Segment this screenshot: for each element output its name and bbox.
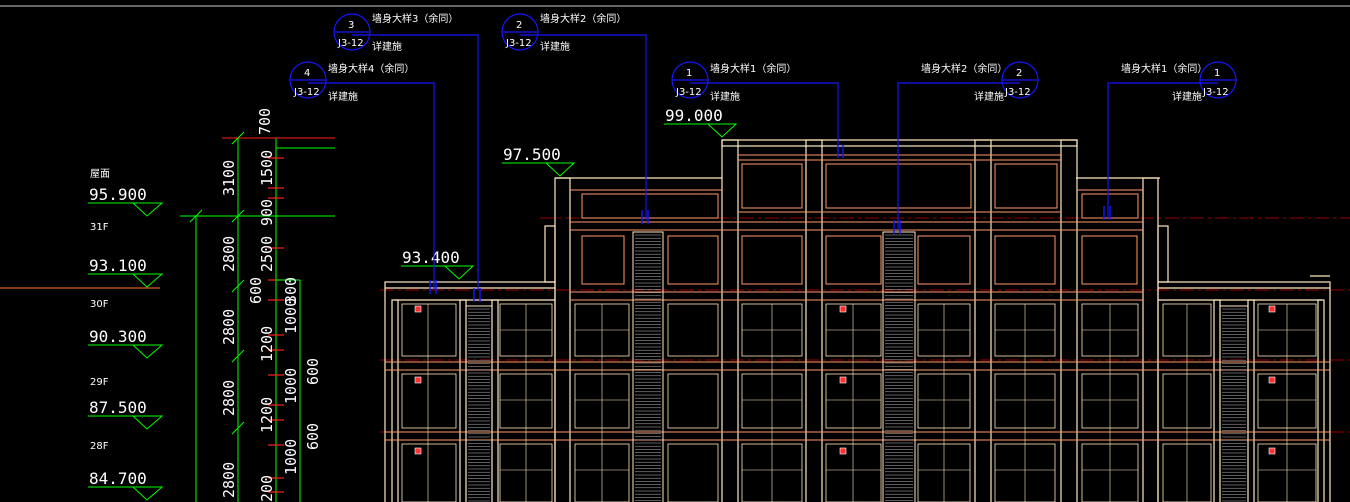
stair-hatching: [468, 234, 1246, 502]
svg-text:J3-12: J3-12: [505, 38, 532, 49]
left-level-marks: 屋面 95.900 31F 93.100 30F 90.300 29F 87.5…: [88, 168, 164, 501]
svg-text:墙身大样1（余同）: 墙身大样1（余同）: [1121, 62, 1207, 75]
svg-text:900: 900: [258, 199, 276, 226]
callout-text: 3 J3-12 墙身大样3（余同） 详建施 2 J3-12 墙身大样2（余同） …: [293, 12, 1229, 103]
dimension-chains: [189, 131, 335, 502]
svg-text:详建施: 详建施: [540, 40, 570, 53]
svg-text:1000: 1000: [282, 298, 300, 334]
svg-text:600: 600: [304, 423, 322, 450]
level-label: 31F: [90, 222, 109, 233]
svg-text:详建施: 详建施: [974, 90, 1004, 103]
svg-text:详建施: 详建施: [710, 90, 740, 103]
svg-text:2800: 2800: [220, 462, 238, 498]
building-elevation: [384, 139, 1331, 502]
svg-text:墙身大样3（余同）: 墙身大样3（余同）: [372, 12, 458, 25]
svg-text:600: 600: [247, 277, 265, 304]
dimension-text: 700 3100 2800 2800 2800 2800 1500 900 25…: [220, 108, 322, 502]
svg-text:4: 4: [304, 68, 310, 79]
level-label: 30F: [90, 299, 109, 310]
svg-text:1000: 1000: [282, 368, 300, 404]
svg-text:J3-12: J3-12: [293, 87, 320, 98]
svg-text:详建施: 详建施: [372, 40, 402, 53]
level-label: 屋面: [90, 168, 110, 180]
svg-text:J3-12: J3-12: [1202, 87, 1229, 98]
svg-text:J3-12: J3-12: [337, 38, 364, 49]
svg-text:墙身大样1（余同）: 墙身大样1（余同）: [710, 62, 796, 75]
svg-text:1500: 1500: [258, 150, 276, 186]
svg-text:2500: 2500: [258, 236, 276, 272]
building-level-marks: 99.000 97.500 93.400: [401, 106, 738, 280]
level-elevation: 84.700: [89, 469, 147, 488]
svg-text:2800: 2800: [220, 236, 238, 272]
svg-text:1: 1: [686, 68, 692, 79]
svg-text:700: 700: [256, 108, 274, 135]
svg-text:2: 2: [1016, 68, 1022, 79]
level-label: 28F: [90, 441, 109, 452]
svg-text:J3-12: J3-12: [1004, 87, 1031, 98]
svg-text:3: 3: [348, 20, 354, 31]
level-elevation: 87.500: [89, 398, 147, 417]
svg-text:3100: 3100: [220, 160, 238, 196]
level-elevation: 97.500: [503, 145, 561, 164]
svg-text:墙身大样4（余同）: 墙身大样4（余同）: [328, 62, 414, 75]
level-elevation: 93.400: [402, 248, 460, 267]
level-elevation: 93.100: [89, 256, 147, 275]
svg-text:墙身大样2（余同）: 墙身大样2（余同）: [921, 62, 1007, 75]
svg-text:详建施: 详建施: [328, 90, 358, 103]
svg-text:2800: 2800: [220, 380, 238, 416]
svg-text:详建施: 详建施: [1172, 90, 1202, 103]
svg-text:2: 2: [516, 20, 522, 31]
svg-text:300: 300: [282, 277, 300, 304]
level-label: 29F: [90, 377, 109, 388]
svg-text:2800: 2800: [220, 309, 238, 345]
svg-text:墙身大样2（余同）: 墙身大样2（余同）: [540, 12, 626, 25]
level-elevation: 99.000: [665, 106, 723, 125]
svg-text:J3-12: J3-12: [675, 87, 702, 98]
level-elevation: 90.300: [89, 327, 147, 346]
svg-text:1200: 1200: [258, 326, 276, 362]
svg-text:1000: 1000: [282, 439, 300, 475]
svg-text:1200: 1200: [258, 397, 276, 433]
detail-callouts: [289, 13, 1237, 302]
svg-text:1: 1: [1214, 68, 1220, 79]
svg-text:600: 600: [304, 358, 322, 385]
svg-text:200: 200: [258, 475, 276, 502]
level-elevation: 95.900: [89, 185, 147, 204]
window-red-markers: [414, 305, 1276, 455]
